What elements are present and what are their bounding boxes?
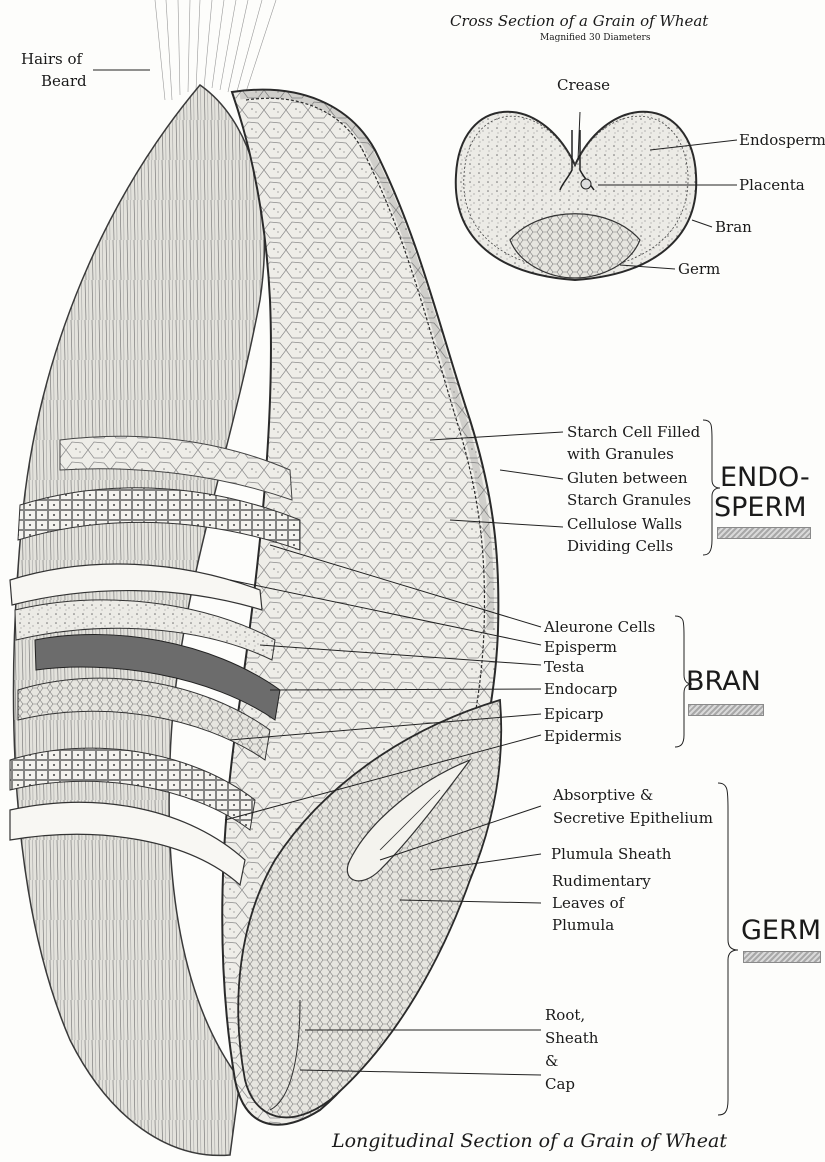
label-plumula-sheath: Plumula Sheath bbox=[551, 845, 671, 863]
label-absorptive: Absorptive & bbox=[553, 786, 653, 804]
germ-bar bbox=[743, 951, 821, 963]
label-beard: Beard bbox=[41, 72, 87, 90]
label-dividing-cells: Dividing Cells bbox=[567, 537, 673, 555]
label-epidermis: Epidermis bbox=[544, 727, 622, 745]
label-hairs-of-beard: Hairs of bbox=[21, 50, 82, 68]
label-placenta: Placenta bbox=[739, 176, 805, 194]
label-starch-cell: Starch Cell Filled bbox=[567, 423, 700, 441]
label-with-granules: with Granules bbox=[567, 445, 674, 463]
label-testa: Testa bbox=[544, 658, 584, 676]
label-starch-granules: Starch Granules bbox=[567, 491, 691, 509]
longitudinal-title: Longitudinal Section of a Grain of Wheat bbox=[332, 1130, 727, 1152]
magnification-note: Magnified 30 Diameters bbox=[540, 33, 650, 43]
label-endocarp: Endocarp bbox=[544, 680, 617, 698]
label-germ-small: Germ bbox=[678, 260, 720, 278]
group-endo: ENDO- bbox=[720, 464, 810, 491]
label-endosperm-small: Endosperm bbox=[739, 131, 825, 149]
label-aleurone-cells: Aleurone Cells bbox=[544, 618, 655, 636]
cross-section-title: Cross Section of a Grain of Wheat bbox=[450, 12, 708, 30]
label-episperm: Episperm bbox=[544, 638, 617, 656]
label-crease: Crease bbox=[557, 76, 610, 94]
label-bran-small: Bran bbox=[715, 218, 752, 236]
label-cellulose-walls: Cellulose Walls bbox=[567, 515, 682, 533]
label-cap: Cap bbox=[545, 1075, 575, 1093]
label-epicarp: Epicarp bbox=[544, 705, 603, 723]
label-ampersand: & bbox=[545, 1052, 558, 1070]
group-sperm: SPERM bbox=[714, 494, 807, 521]
beard-hairs bbox=[155, 0, 276, 100]
group-germ: GERM bbox=[741, 917, 821, 944]
endosperm-bar bbox=[717, 527, 811, 539]
label-leaves-of: Leaves of bbox=[552, 894, 624, 912]
label-rudimentary: Rudimentary bbox=[552, 872, 651, 890]
group-bran: BRAN bbox=[686, 668, 761, 695]
label-gluten: Gluten between bbox=[567, 469, 688, 487]
cross-section-figure bbox=[456, 112, 696, 280]
label-secretive-epithelium: Secretive Epithelium bbox=[553, 809, 713, 827]
bran-bar bbox=[688, 704, 764, 716]
label-sheath: Sheath bbox=[545, 1029, 598, 1047]
label-root: Root, bbox=[545, 1006, 585, 1024]
label-plumula: Plumula bbox=[552, 916, 614, 934]
